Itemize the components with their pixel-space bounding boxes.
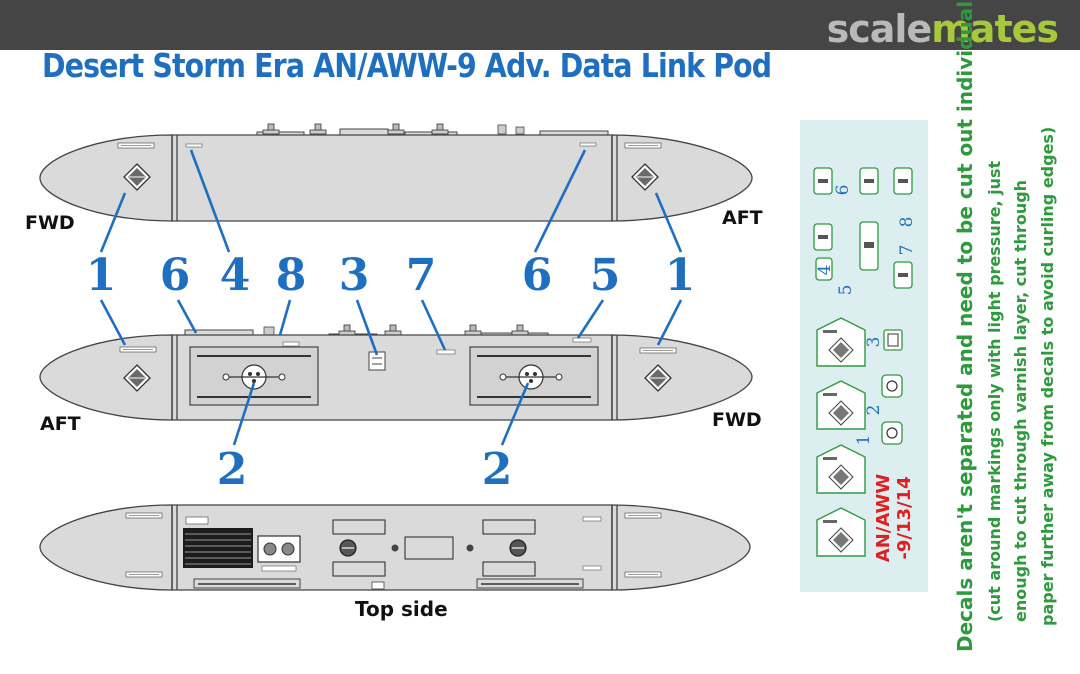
label-aft-pod1: AFT — [722, 207, 763, 229]
label-aft-pod2: AFT — [40, 413, 81, 435]
top-bar — [0, 0, 1080, 50]
sheet-number-5: 5 — [836, 285, 856, 296]
callout-3: 3 — [339, 250, 370, 301]
pod-top-view — [39, 504, 751, 591]
label-fwd-pod2: FWD — [712, 409, 762, 431]
callout-4: 4 — [220, 250, 251, 301]
sheet-number-7: 7 — [897, 245, 917, 256]
watermark-logo: scalemates — [826, 7, 1059, 51]
callout-2-right: 2 — [482, 444, 513, 495]
callout-6-left: 6 — [160, 250, 191, 301]
sheet-type-line2: -9/13/14 — [894, 476, 915, 559]
pod-side-view-2 — [39, 324, 753, 421]
sheet-number-2: 2 — [864, 405, 884, 416]
note-line1: Decals aren't separated and need to be c… — [953, 0, 977, 652]
label-top-side: Top side — [355, 597, 448, 621]
callout-leader-lines — [99, 149, 683, 446]
note-line2: (cut around markings only with light pre… — [985, 160, 1004, 622]
pod-side-view-1 — [39, 123, 753, 222]
sheet-number-6: 6 — [833, 185, 853, 196]
sheet-number-4: 4 — [815, 265, 835, 276]
sheet-type-line1: AN/AWW — [873, 474, 894, 563]
watermark-part2: mates — [931, 7, 1059, 51]
callout-5: 5 — [590, 250, 621, 301]
sheet-number-3: 3 — [864, 337, 884, 348]
callout-1-right: 1 — [665, 250, 696, 301]
callout-8: 8 — [276, 250, 307, 301]
callout-1-left: 1 — [86, 250, 117, 301]
decal-sheet: 6 4 5 7 8 3 2 1 AN/AWW -9/13/14 — [800, 120, 928, 592]
callout-6-right: 6 — [522, 250, 553, 301]
diagram-title: Desert Storm Era AN/AWW-9 Adv. Data Link… — [42, 46, 772, 85]
sheet-number-8: 8 — [897, 217, 917, 228]
note-line3: enough to cut through varnish layer, cut… — [1011, 180, 1030, 622]
callout-2-left: 2 — [217, 444, 248, 495]
watermark-part1: scale — [826, 7, 933, 51]
cutting-instructions: Decals aren't separated and need to be c… — [953, 0, 1057, 652]
label-fwd-pod1: FWD — [25, 212, 75, 234]
callout-7: 7 — [406, 250, 437, 301]
sheet-number-1: 1 — [854, 435, 874, 446]
note-line4: paper further away from decals to avoid … — [1038, 127, 1057, 626]
